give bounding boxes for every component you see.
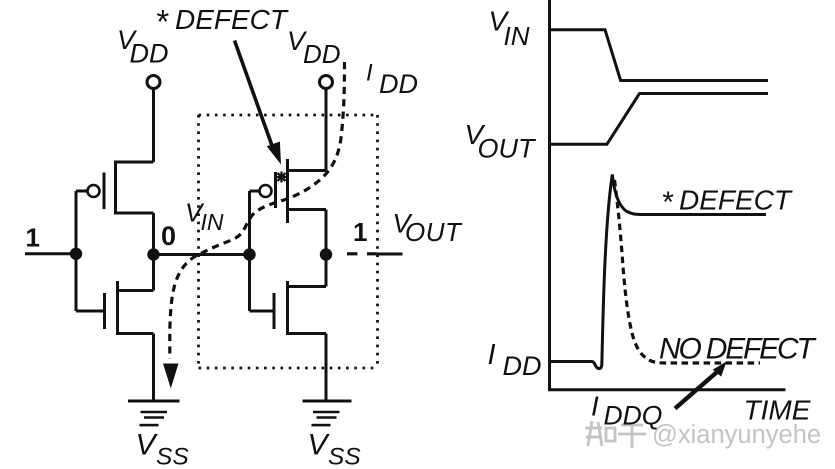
svg-text:DD: DD [503,351,542,381]
svg-text:V: V [287,26,308,56]
svg-text:I: I [488,339,496,371]
svg-text:DD: DD [130,38,169,68]
svg-text:DEFECT: DEFECT [175,4,289,35]
svg-text:V: V [185,198,205,228]
svg-text:I: I [591,391,599,422]
svg-text:DDQ: DDQ [604,401,663,431]
svg-text:I: I [366,60,373,87]
svg-text:1: 1 [26,223,40,253]
svg-text:V: V [308,429,331,462]
svg-text:DD: DD [379,69,418,99]
svg-text:TIME: TIME [744,395,811,426]
svg-text:IN: IN [504,21,530,51]
svg-text:IN: IN [201,209,224,235]
svg-text:V: V [489,6,510,37]
svg-text:DEFECT: DEFECT [679,184,793,215]
svg-text:V: V [465,119,486,150]
svg-text:NO DEFECT: NO DEFECT [659,333,817,366]
svg-text:1: 1 [353,217,367,247]
svg-text:V: V [393,209,414,239]
svg-text:SS: SS [328,444,361,469]
svg-text:OUT: OUT [405,217,463,247]
svg-text:@xianyunyehe: @xianyunyehe [652,421,821,449]
svg-text:DD: DD [303,39,341,69]
svg-text:V: V [136,429,159,462]
svg-text:OUT: OUT [478,134,538,164]
svg-text:*: * [155,3,169,40]
svg-text:SS: SS [156,444,189,469]
svg-text:0: 0 [161,221,176,251]
svg-text:*: * [661,186,674,219]
svg-text:V: V [117,25,138,55]
